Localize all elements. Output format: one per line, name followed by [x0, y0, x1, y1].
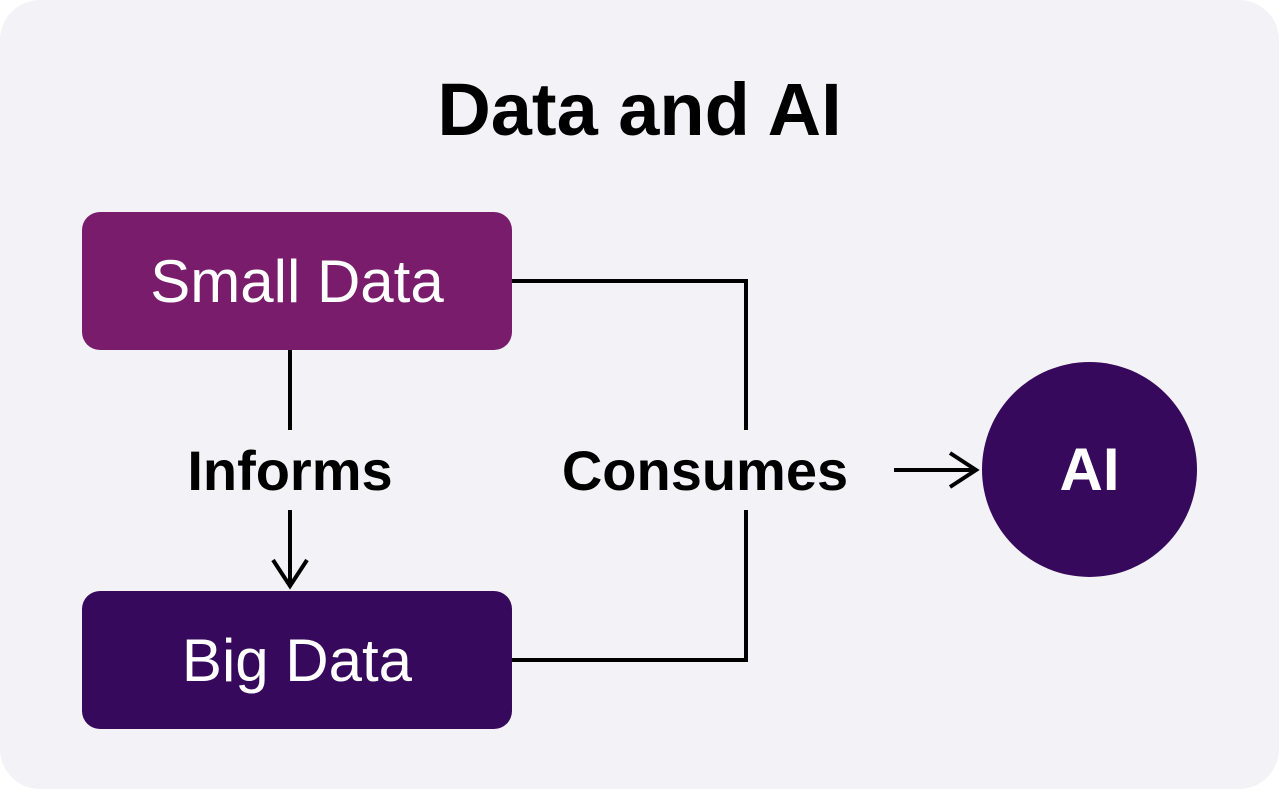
node-small-data: Small Data — [82, 212, 512, 350]
node-big-data-label: Big Data — [181, 626, 413, 694]
node-ai: AI — [982, 362, 1197, 577]
consumes-arrowhead — [948, 451, 980, 489]
node-ai-label: AI — [1059, 436, 1120, 503]
edge-label-consumes: Consumes — [561, 439, 849, 502]
node-big-data: Big Data — [82, 591, 512, 729]
edge-label-informs: Informs — [187, 439, 393, 502]
consumes-bracket-bottom — [512, 510, 748, 662]
consumes-bracket-top — [512, 279, 748, 430]
diagram-title: Data and AI — [437, 68, 842, 151]
informs-arrowhead — [271, 558, 309, 590]
node-small-data-label: Small Data — [150, 247, 444, 315]
